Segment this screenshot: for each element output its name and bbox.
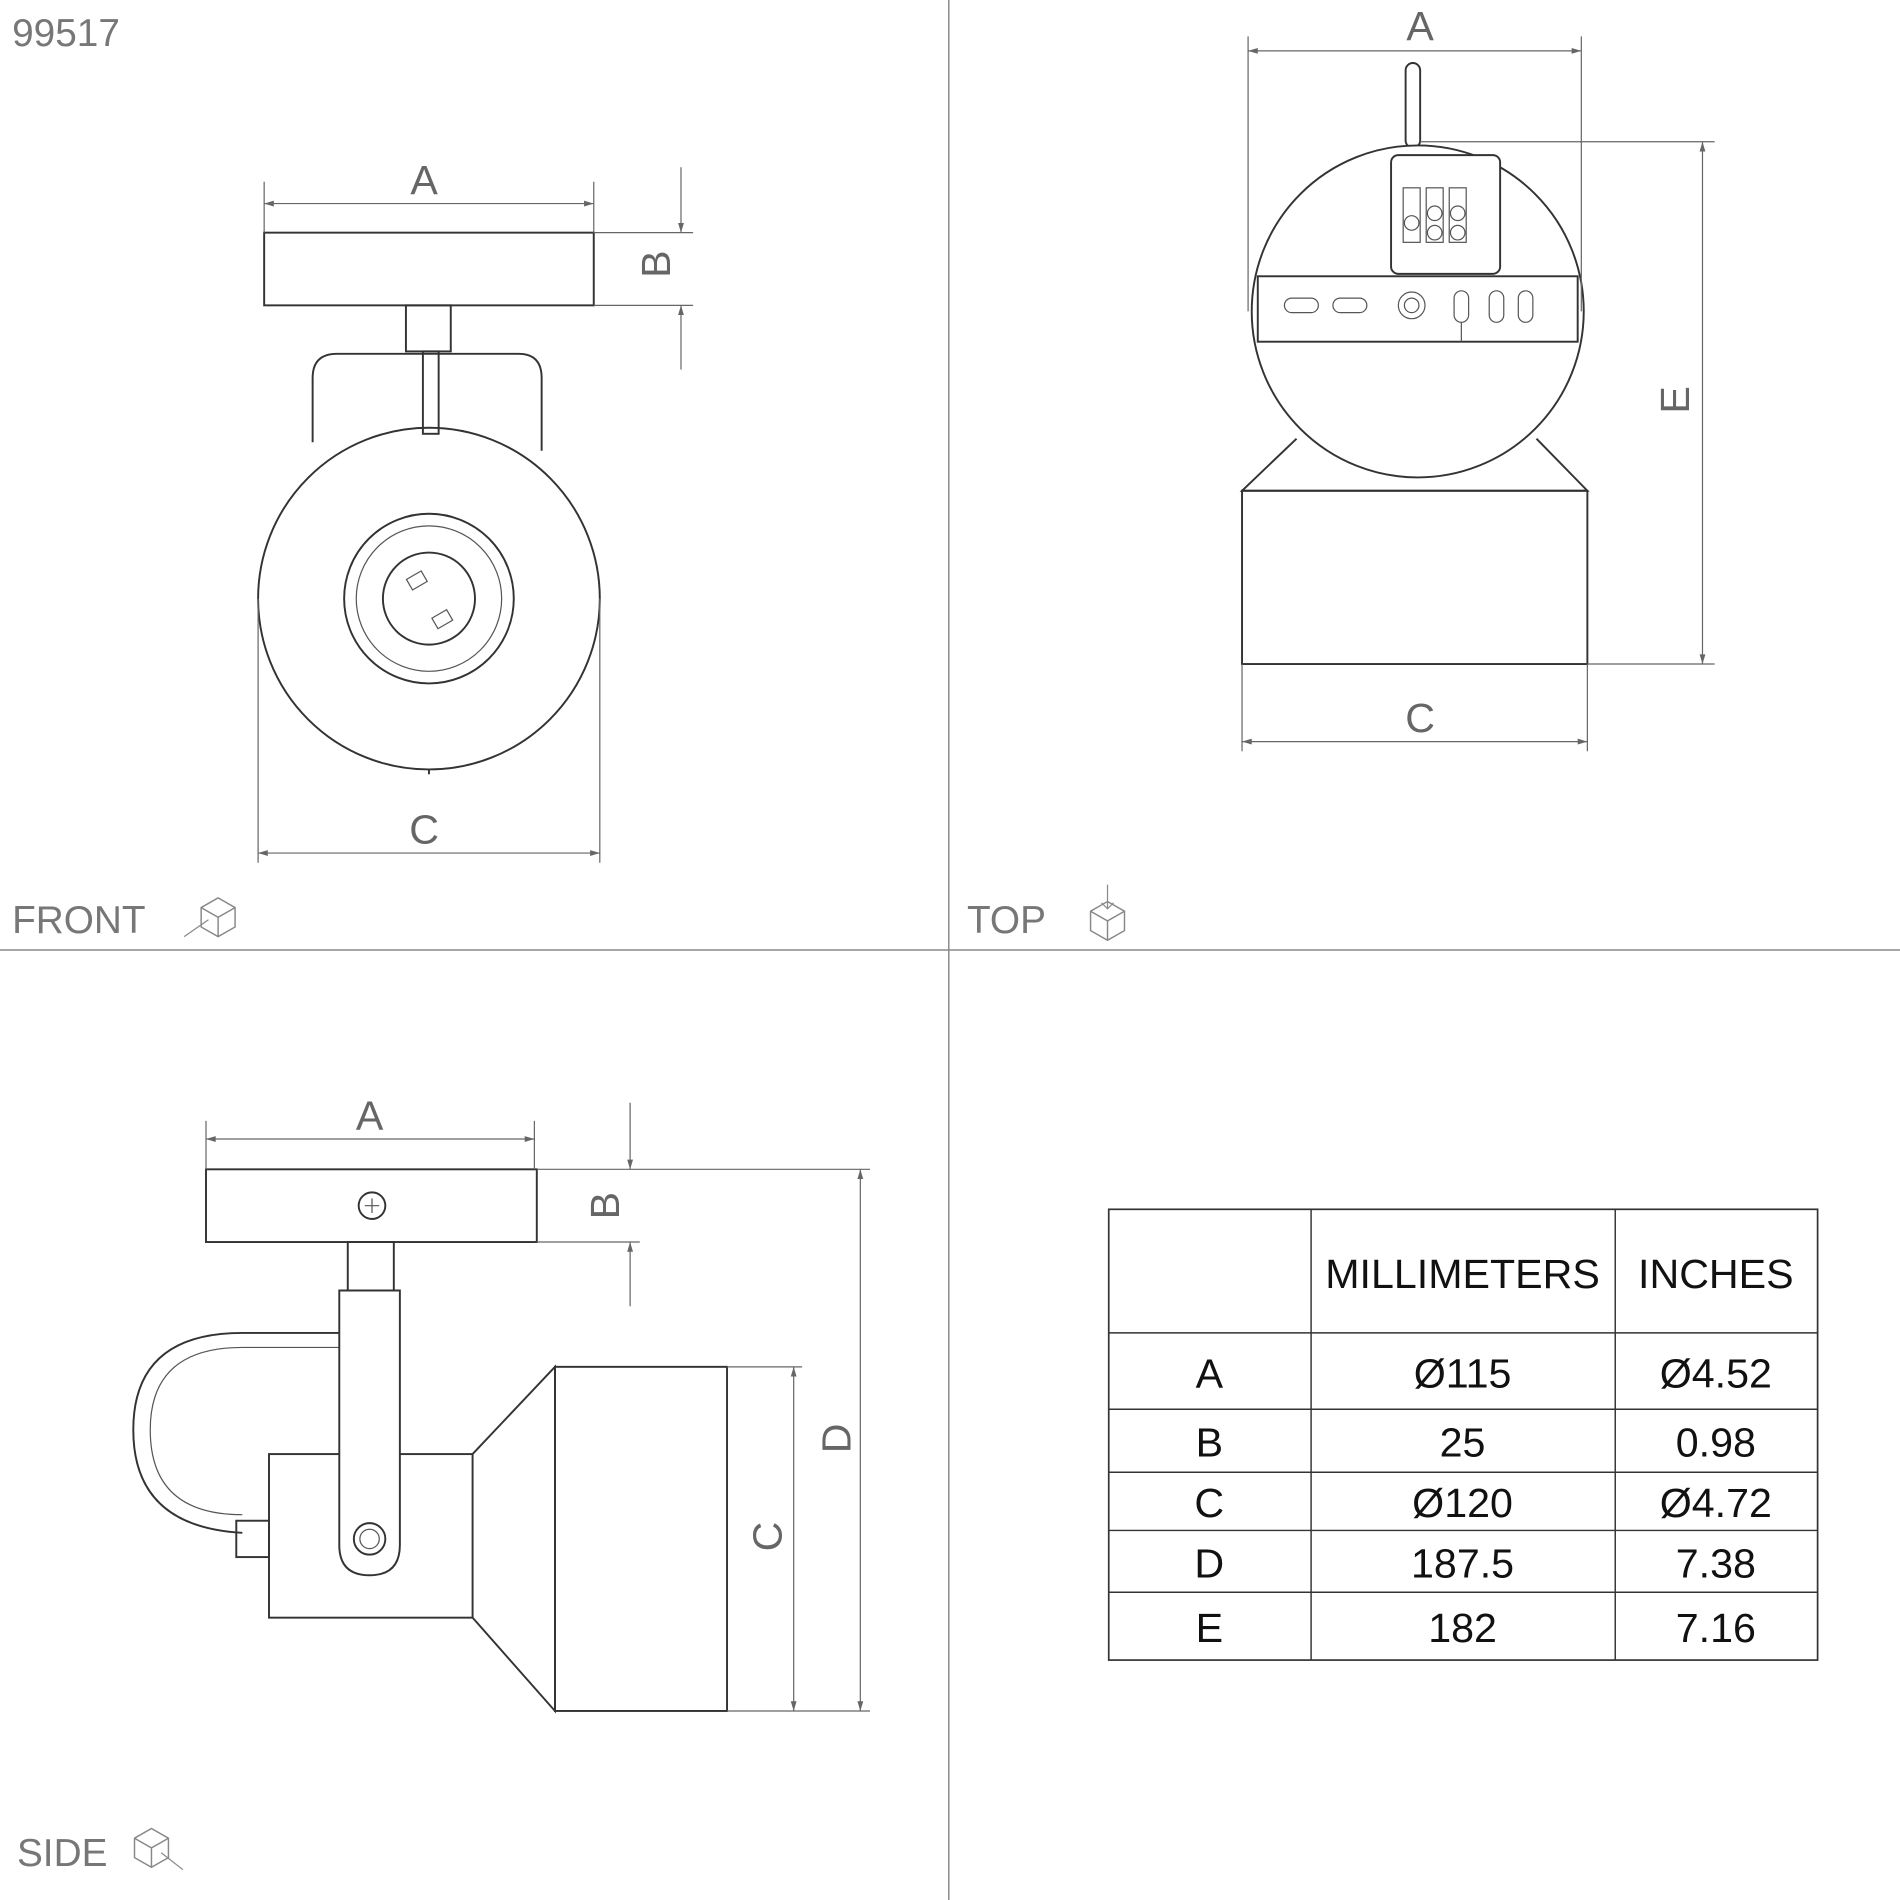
front-stem bbox=[404, 304, 452, 353]
dim-a-label: A bbox=[1406, 3, 1434, 49]
svg-text:Ø115: Ø115 bbox=[1414, 1350, 1512, 1396]
power-cord bbox=[132, 1331, 342, 1534]
model-number: 99517 bbox=[12, 12, 120, 55]
side-view: A B C D bbox=[132, 1092, 871, 1714]
svg-text:182: 182 bbox=[1428, 1605, 1497, 1651]
dim-e-label: E bbox=[1652, 386, 1698, 413]
svg-text:187.5: 187.5 bbox=[1411, 1541, 1514, 1587]
svg-text:Ø4.72: Ø4.72 bbox=[1660, 1480, 1772, 1526]
svg-text:Ø120: Ø120 bbox=[1412, 1480, 1513, 1526]
table-row: E 182 7.16 bbox=[1196, 1605, 1756, 1651]
svg-text:Ø4.52: Ø4.52 bbox=[1660, 1350, 1772, 1396]
top-rod bbox=[1404, 62, 1422, 149]
svg-text:0.98: 0.98 bbox=[1676, 1420, 1756, 1466]
dim-c-label: C bbox=[1405, 695, 1435, 741]
dim-c-label: C bbox=[745, 1522, 791, 1552]
top-shade bbox=[1241, 489, 1589, 666]
svg-text:E: E bbox=[1196, 1605, 1223, 1651]
table-row: B 25 0.98 bbox=[1196, 1420, 1756, 1466]
table-row: C Ø120 Ø4.72 bbox=[1194, 1480, 1771, 1526]
front-socket bbox=[381, 551, 476, 646]
front-mount-plate bbox=[263, 231, 595, 307]
dim-b-label: B bbox=[633, 250, 679, 277]
table-row: D 187.5 7.38 bbox=[1194, 1541, 1755, 1587]
dim-d-label: D bbox=[814, 1423, 860, 1453]
front-cube-icon bbox=[183, 897, 236, 938]
side-cube-icon bbox=[133, 1827, 184, 1871]
svg-text:A: A bbox=[1196, 1350, 1224, 1396]
svg-text:25: 25 bbox=[1440, 1420, 1486, 1466]
front-shade bbox=[257, 426, 601, 771]
header-millimeters: MILLIMETERS bbox=[1325, 1251, 1600, 1297]
front-bracket bbox=[311, 352, 543, 451]
dim-a-label: A bbox=[356, 1092, 384, 1138]
front-view: A B C bbox=[257, 157, 694, 863]
side-mount-plate bbox=[205, 1168, 538, 1243]
table-row: A Ø115 Ø4.52 bbox=[1196, 1350, 1772, 1396]
dim-b-label: B bbox=[582, 1192, 628, 1219]
screw-icon bbox=[357, 1191, 387, 1220]
svg-text:D: D bbox=[1194, 1541, 1224, 1587]
terminal-block bbox=[1390, 154, 1502, 275]
top-view-label: TOP bbox=[967, 899, 1046, 942]
dim-a-label: A bbox=[410, 157, 438, 203]
side-arm bbox=[338, 1289, 401, 1577]
front-view-label: FRONT bbox=[12, 899, 146, 942]
header-inches: INCHES bbox=[1638, 1251, 1794, 1297]
svg-text:B: B bbox=[1196, 1420, 1223, 1466]
svg-text:7.38: 7.38 bbox=[1676, 1541, 1756, 1587]
dim-c-label: C bbox=[409, 806, 439, 852]
side-view-label: SIDE bbox=[17, 1832, 107, 1875]
cord-connector bbox=[235, 1519, 270, 1559]
dimension-table: MILLIMETERS INCHES A Ø115 Ø4.52 B 25 0.9… bbox=[1107, 1208, 1819, 1661]
side-stem bbox=[346, 1241, 395, 1294]
svg-text:7.16: 7.16 bbox=[1676, 1605, 1756, 1651]
shade-cone bbox=[471, 1364, 556, 1714]
top-view: A E C bbox=[1239, 3, 1715, 752]
side-shade bbox=[554, 1365, 729, 1712]
top-cube-icon bbox=[1089, 884, 1126, 942]
svg-text:C: C bbox=[1194, 1480, 1224, 1526]
